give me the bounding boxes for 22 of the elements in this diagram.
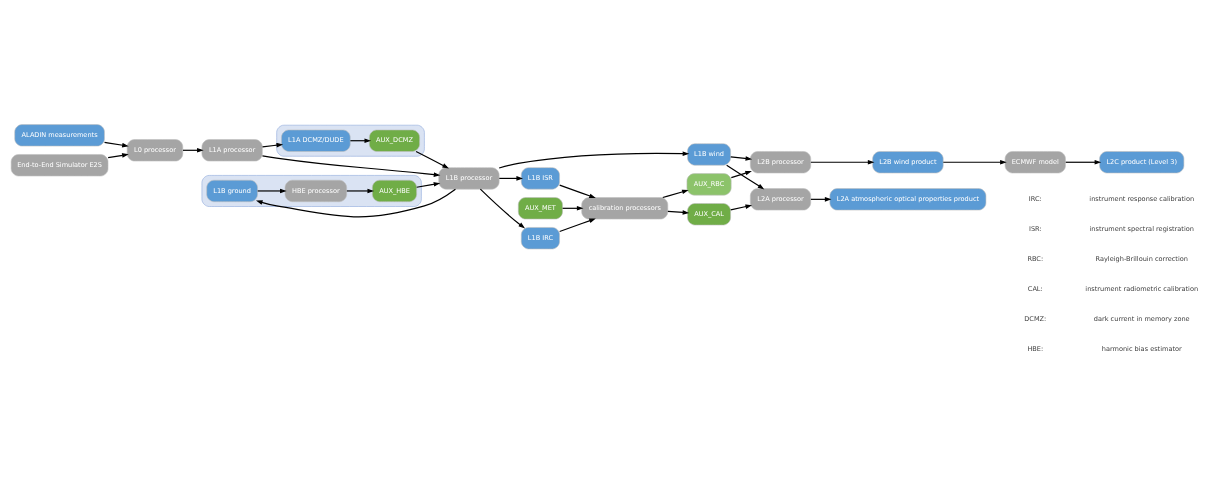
arrow [255, 188, 457, 217]
arrow [730, 170, 752, 178]
arrow [559, 184, 596, 198]
arrow [942, 159, 1007, 165]
arrow [415, 150, 449, 168]
arrow [346, 188, 375, 193]
arrow [416, 181, 441, 188]
arrow [1065, 159, 1102, 165]
arrow [810, 159, 875, 165]
arrow [261, 142, 284, 147]
arrow [667, 209, 690, 215]
arrow [479, 188, 526, 228]
arrow [103, 141, 129, 147]
arrow [726, 164, 765, 189]
arrow [498, 150, 690, 169]
arrow [730, 155, 753, 161]
arrow [261, 154, 441, 177]
arrow [257, 188, 287, 193]
arrow [730, 203, 753, 210]
arrow [559, 218, 596, 232]
arrow [107, 152, 129, 158]
arrow [662, 189, 689, 198]
